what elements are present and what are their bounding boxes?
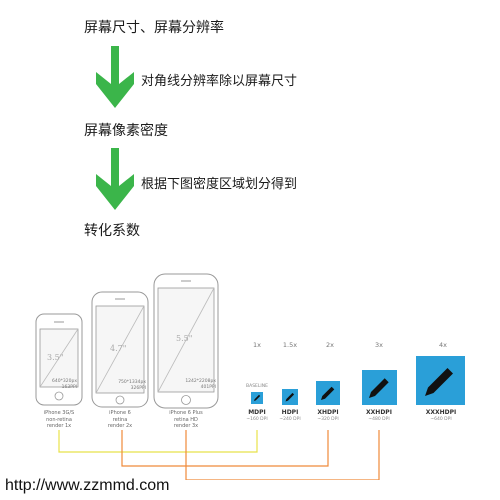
step-pixel-density: 屏幕像素密度 xyxy=(84,123,168,139)
density-scale-3x: 3x xyxy=(375,341,383,349)
phone-screen-size: 5.5" xyxy=(176,334,193,343)
connector-lines xyxy=(58,430,380,480)
phone-outline-icon xyxy=(153,273,219,409)
density-scale-1-5x: 1.5x xyxy=(282,341,298,349)
step-conversion-factor: 转化系数 xyxy=(84,223,140,239)
connector-xhdpi xyxy=(121,430,329,467)
pencil-icon xyxy=(416,356,465,405)
down-arrow-icon xyxy=(96,46,134,108)
phone-screen-size: 3.5" xyxy=(47,353,64,362)
phone-outline-icon xyxy=(35,313,83,406)
pencil-icon xyxy=(316,381,340,405)
density-name-xxxhdpi: XXXHDPI xyxy=(425,409,457,416)
density-scale-4x: 4x xyxy=(439,341,447,349)
down-arrow-icon xyxy=(96,148,134,210)
density-dpi-hdpi: ~240 DPI xyxy=(279,417,301,422)
step-screen-size-resolution: 屏幕尺寸、屏幕分辨率 xyxy=(84,20,224,36)
density-name-xhdpi: XHDPI xyxy=(317,409,339,416)
connector-mdpi xyxy=(58,430,258,453)
density-name-hdpi: HDPI xyxy=(281,409,299,416)
phone-outline-icon xyxy=(91,291,149,408)
density-dpi-xxxhdpi: ~640 DPI xyxy=(430,417,452,422)
density-scale-2x: 2x xyxy=(326,341,334,349)
watermark-url: http://www.zzmmd.com xyxy=(5,477,170,494)
pencil-icon xyxy=(251,392,263,404)
connector-xxhdpi xyxy=(185,430,380,480)
arrow-label-density-zones: 根据下图密度区域划分得到 xyxy=(141,177,298,192)
density-scale-1x: 1x xyxy=(253,341,261,349)
density-dpi-xxhdpi: ~480 DPI xyxy=(368,417,390,422)
pencil-icon xyxy=(362,370,397,405)
arrow-label-diagonal: 对角线分辨率除以屏幕尺寸 xyxy=(141,74,298,89)
density-dpi-xhdpi: ~320 DPI xyxy=(317,417,339,422)
density-name-mdpi: MDPI xyxy=(248,409,266,416)
density-dpi-mdpi: ~160 DPI xyxy=(246,417,268,422)
density-name-xxhdpi: XXHDPI xyxy=(366,409,392,416)
baseline-label: BASELINE xyxy=(246,384,268,389)
phone-screen-size: 4.7" xyxy=(110,344,127,353)
pencil-icon xyxy=(282,389,298,405)
